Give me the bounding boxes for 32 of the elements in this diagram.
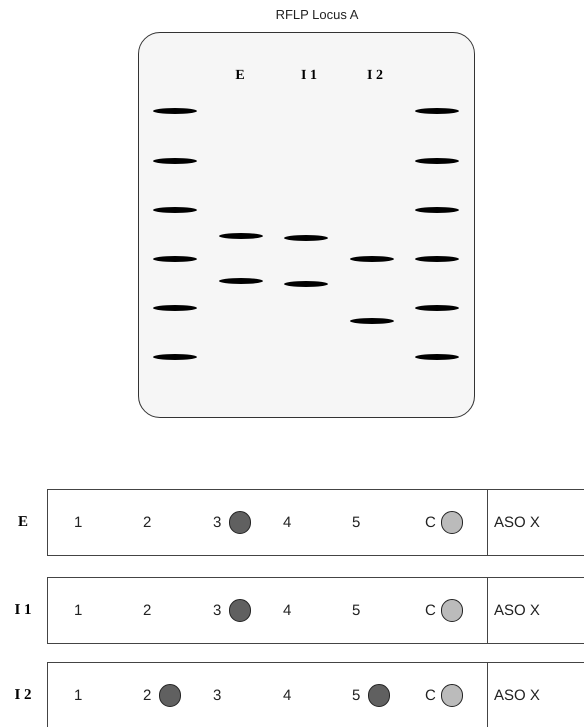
spot-label: 1: [74, 686, 82, 706]
spot-label: 3: [213, 513, 222, 533]
spot-label: C: [425, 601, 436, 621]
spot-label: C: [425, 513, 436, 533]
row-label: I 1: [13, 601, 33, 620]
spot-label: 4: [283, 686, 292, 706]
probe-label: ASO X: [494, 686, 540, 706]
spot-label: 2: [143, 601, 152, 621]
dot-blot-strip: [47, 662, 584, 727]
spot-label: 1: [74, 601, 82, 621]
gel-title: RFLP Locus A: [274, 6, 360, 24]
spot-label: 1: [74, 513, 82, 533]
spot-label: 5: [352, 686, 360, 706]
probe-label: ASO X: [494, 513, 540, 533]
spot-label: 5: [352, 601, 360, 621]
spot-label: 2: [143, 513, 152, 533]
dot-blot-strip: [47, 489, 584, 556]
lane-label: E: [234, 67, 246, 85]
spot-label: 3: [213, 601, 222, 621]
gel-panel: [138, 32, 475, 418]
probe-label: ASO X: [494, 601, 540, 621]
spot-label: C: [425, 686, 436, 706]
row-label: E: [16, 513, 29, 532]
row-label: I 2: [13, 686, 33, 705]
spot-label: 3: [213, 686, 222, 706]
dot-blot-strip: [47, 577, 584, 644]
spot-label: 4: [283, 601, 292, 621]
lane-label: I 2: [366, 67, 384, 85]
lane-label: I 1: [300, 67, 318, 85]
spot-label: 5: [352, 513, 360, 533]
spot-label: 2: [143, 686, 152, 706]
spot-label: 4: [283, 513, 292, 533]
